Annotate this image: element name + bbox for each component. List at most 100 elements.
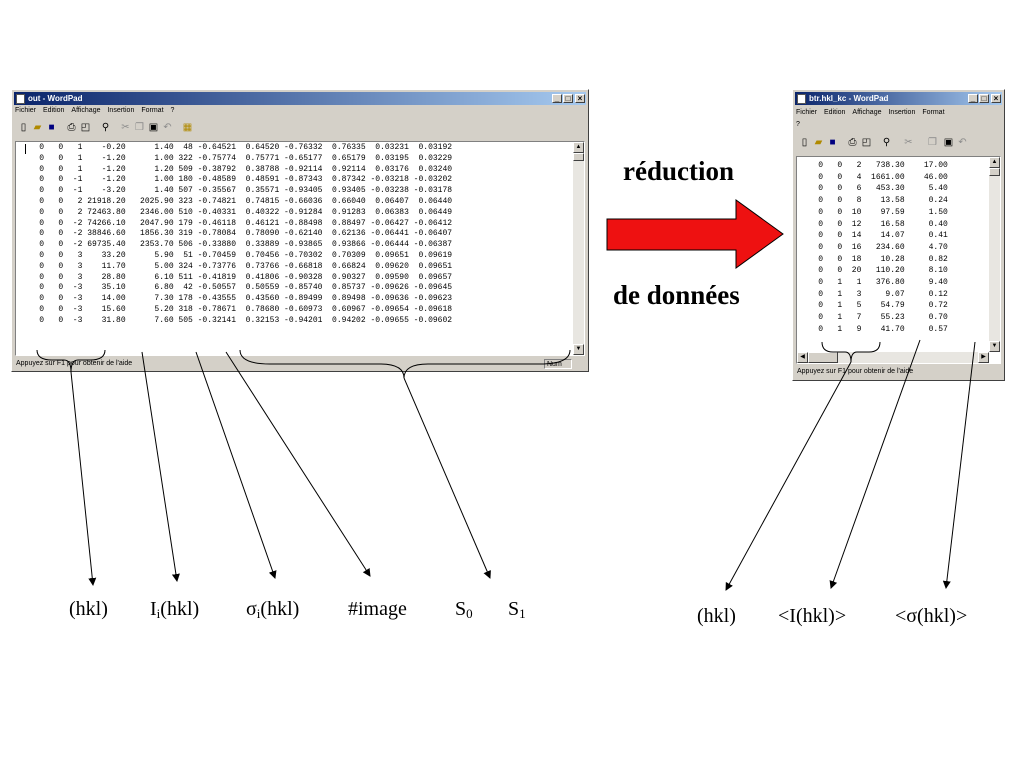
save-icon[interactable]: ■: [829, 137, 836, 148]
close-icon[interactable]: ×: [575, 94, 585, 103]
left-data-row: 0 0 2 21918.20 2025.90 323 -0.74821 0.74…: [20, 196, 453, 206]
bracket-hkl-left: [36, 349, 106, 373]
left-vertical-scrollbar[interactable]: ▲ ▼: [573, 142, 584, 355]
left-document-area[interactable]: 0 0 1 -0.20 1.40 48 -0.64521 0.64520 -0.…: [15, 141, 585, 356]
right-vertical-scrollbar[interactable]: ▲ ▼: [989, 157, 1000, 352]
left-data-row: 0 0 1 -1.20 1.00 322 -0.75774 0.75771 -0…: [20, 153, 453, 163]
menu-item-insertion[interactable]: Insertion: [888, 109, 916, 116]
cut-icon[interactable]: ✂: [121, 122, 130, 133]
undo-icon[interactable]: ↶: [163, 122, 172, 133]
label-s0-sub: 0: [466, 606, 473, 621]
copy-icon[interactable]: ❐: [135, 122, 144, 133]
save-icon[interactable]: ■: [48, 122, 55, 133]
menu-item-insertion[interactable]: Insertion: [107, 107, 135, 114]
left-data-row: 0 0 -2 74266.10 2047.90 179 -0.46118 0.4…: [20, 218, 453, 228]
left-data-row: 0 0 3 33.20 5.90 51 -0.70459 0.70456 -0.…: [20, 250, 453, 260]
left-wordpad-window: out - WordPad _ □ × Fichier Edition Affich…: [11, 89, 589, 372]
menu-item-help[interactable]: ?: [796, 121, 800, 128]
right-data-row: 0 0 12 16.58 0.40: [799, 219, 948, 229]
right-horizontal-scrollbar[interactable]: ◀ ▶: [797, 352, 989, 363]
label-intensity-sub: i: [156, 606, 161, 621]
menu-item-help[interactable]: ?: [170, 107, 175, 114]
left-data-row: 0 0 -2 38846.60 1856.30 319 -0.78084 0.7…: [20, 229, 453, 239]
label-intensity-main: I: [150, 598, 157, 620]
right-document-area[interactable]: 0 0 2 738.30 17.00 0 0 4 1661.00 46.00 0…: [796, 156, 1001, 364]
print-preview-icon[interactable]: ◰: [861, 137, 872, 148]
menu-item-fichier[interactable]: Fichier: [796, 109, 818, 116]
maximize-icon[interactable]: □: [979, 94, 989, 103]
cut-icon[interactable]: ✂: [904, 137, 913, 148]
left-data-row: 0 0 -2 69735.40 2353.70 506 -0.33880 0.3…: [20, 240, 453, 250]
scroll-down-icon[interactable]: ▼: [573, 344, 584, 355]
label-image: #image: [348, 598, 407, 620]
right-toolbar: ▯ ▰ ■ ⎙ ◰ ⚲ ✂ ❐ ▣ ↶: [796, 134, 1001, 152]
text-caret: [25, 144, 26, 154]
left-data-row: 0 0 -3 14.00 7.30 178 -0.43555 0.43560 -…: [20, 294, 453, 304]
arrow-to-mean-sigma: [942, 341, 976, 589]
maximize-icon[interactable]: □: [563, 94, 573, 103]
menu-item-edition[interactable]: Edition: [43, 107, 65, 114]
scroll-thumb-horizontal[interactable]: [808, 352, 838, 363]
label-s1: S1: [508, 597, 526, 621]
new-icon[interactable]: ▯: [20, 122, 27, 133]
minimize-icon[interactable]: _: [968, 94, 978, 103]
new-icon[interactable]: ▯: [801, 137, 808, 148]
right-data-rows: 0 0 2 738.30 17.00 0 0 4 1661.00 46.00 0…: [799, 160, 948, 336]
label-intensity-rest: (hkl): [160, 598, 200, 620]
data-label: de données: [613, 280, 740, 310]
arrow-to-image: [225, 351, 371, 577]
left-data-row: 0 0 -1 -1.20 1.00 180 -0.48589 0.48591 -…: [20, 175, 453, 185]
right-window-titlebar[interactable]: btr.hkl_kc - WordPad _ □ ×: [795, 92, 1002, 105]
menu-item-affichage[interactable]: Affichage: [71, 107, 101, 114]
wordpad-document-icon: [16, 94, 25, 104]
paste-icon[interactable]: ▣: [148, 122, 159, 133]
scroll-thumb[interactable]: [989, 168, 1000, 176]
scroll-down-icon[interactable]: ▼: [989, 341, 1000, 352]
menu-item-format[interactable]: Format: [141, 107, 164, 114]
right-data-row: 0 0 14 14.07 0.41: [799, 231, 948, 241]
label-s0-main: S: [455, 598, 467, 620]
scroll-up-icon[interactable]: ▲: [989, 157, 1000, 168]
arrow-to-hkl-right: [725, 361, 852, 591]
minimize-icon[interactable]: _: [552, 94, 562, 103]
open-icon[interactable]: ▰: [33, 122, 42, 133]
left-data-row: 0 0 -3 31.80 7.60 505 -0.32141 0.32153 -…: [20, 315, 453, 325]
find-icon[interactable]: ⚲: [882, 137, 891, 148]
bracket-s0-s1-left: [239, 349, 571, 379]
menu-item-fichier[interactable]: Fichier: [15, 107, 37, 114]
right-data-row: 0 0 4 1661.00 46.00: [799, 172, 948, 182]
menu-item-affichage[interactable]: Affichage: [852, 109, 882, 116]
open-icon[interactable]: ▰: [814, 137, 823, 148]
label-mean-sigma: <σ(hkl)>: [895, 605, 968, 627]
scroll-right-icon[interactable]: ▶: [978, 352, 989, 363]
close-icon[interactable]: ×: [991, 94, 1001, 103]
left-menubar: Fichier Edition Affichage Insertion Format?: [15, 107, 585, 114]
right-menubar-line2: ?: [796, 121, 1001, 128]
copy-icon[interactable]: ❐: [928, 137, 937, 148]
right-statusbar: Appuyez sur F1 pour obtenir de l'aide: [795, 366, 1002, 378]
scroll-left-icon[interactable]: ◀: [797, 352, 808, 363]
print-icon[interactable]: ⎙: [848, 137, 857, 148]
scroll-up-icon[interactable]: ▲: [573, 142, 584, 153]
menu-item-edition[interactable]: Edition: [824, 109, 846, 116]
right-data-row: 0 0 16 234.60 4.70: [799, 242, 948, 252]
find-icon[interactable]: ⚲: [101, 122, 110, 133]
scroll-thumb[interactable]: [573, 153, 584, 161]
print-icon[interactable]: ⎙: [67, 122, 76, 133]
left-window-titlebar[interactable]: out - WordPad _ □ ×: [14, 92, 586, 105]
insert-date-icon[interactable]: ▦: [182, 122, 193, 133]
arrow-to-s0-s1: [403, 377, 491, 579]
right-data-row: 0 0 6 453.30 5.40: [799, 184, 948, 194]
left-status-text: Appuyez sur F1 pour obtenir de l'aide: [16, 360, 133, 367]
right-data-row: 0 1 7 55.23 0.70: [799, 313, 948, 323]
label-mean-intensity: <I(hkl)>: [778, 605, 847, 627]
paste-icon[interactable]: ▣: [943, 137, 954, 148]
right-data-row: 0 0 2 738.30 17.00: [799, 161, 948, 170]
right-data-row: 0 1 9 41.70 0.57: [799, 324, 948, 334]
menu-item-format[interactable]: Format: [922, 109, 945, 116]
left-data-row: 0 0 1 -0.20 1.40 48 -0.64521 0.64520 -0.…: [20, 143, 453, 152]
label-hkl-left: (hkl): [69, 598, 108, 620]
undo-icon[interactable]: ↶: [958, 137, 967, 148]
print-preview-icon[interactable]: ◰: [80, 122, 91, 133]
